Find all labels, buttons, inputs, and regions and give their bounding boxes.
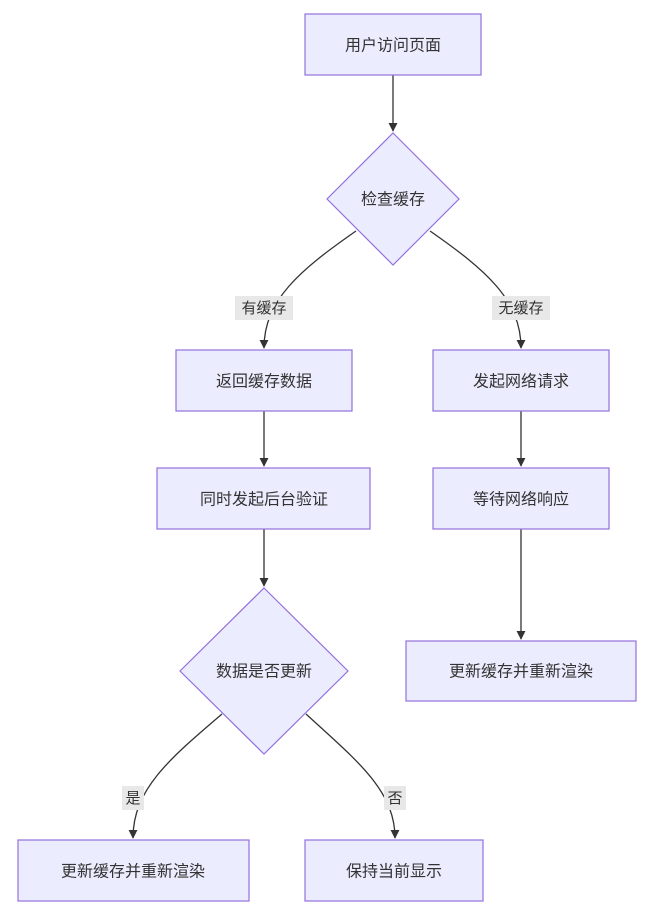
edges xyxy=(128,75,526,839)
edge-check-to-return-cache xyxy=(259,230,357,349)
node-bg-validate: 同时发起后台验证 xyxy=(156,467,371,530)
node-return-cache-label: 返回缓存数据 xyxy=(216,372,312,391)
node-return-cache: 返回缓存数据 xyxy=(175,349,353,412)
node-update-rerender-right-label: 更新缓存并重新渲染 xyxy=(449,662,593,681)
edge-decision-to-update xyxy=(128,713,223,839)
edge-label-no-cache-text: 无缓存 xyxy=(498,299,543,317)
edge-label-no-text: 否 xyxy=(387,789,402,807)
node-keep-display-label: 保持当前显示 xyxy=(346,862,442,881)
node-keep-display: 保持当前显示 xyxy=(304,839,484,902)
node-update-rerender-left: 更新缓存并重新渲染 xyxy=(17,839,250,902)
node-user-visit: 用户访问页面 xyxy=(304,13,482,76)
node-check-cache: 检查缓存 xyxy=(326,132,460,266)
node-bg-validate-label: 同时发起后台验证 xyxy=(200,490,328,509)
node-data-updated: 数据是否更新 xyxy=(179,587,349,755)
node-data-updated-label: 数据是否更新 xyxy=(216,662,312,681)
edge-label-has-cache-text: 有缓存 xyxy=(241,299,286,317)
node-wait-response-label: 等待网络响应 xyxy=(473,490,569,509)
node-user-visit-label: 用户访问页面 xyxy=(345,36,441,55)
node-send-request-label: 发起网络请求 xyxy=(473,372,569,391)
edge-check-to-send-request xyxy=(429,230,526,349)
node-wait-response: 等待网络响应 xyxy=(432,467,610,530)
edge-label-no: 否 xyxy=(384,786,406,810)
edge-label-no-cache: 无缓存 xyxy=(492,296,550,320)
edge-label-yes-text: 是 xyxy=(125,789,140,807)
node-update-rerender-left-label: 更新缓存并重新渲染 xyxy=(61,862,205,881)
node-check-cache-label: 检查缓存 xyxy=(361,190,425,209)
edge-label-yes: 是 xyxy=(122,786,144,810)
node-send-request: 发起网络请求 xyxy=(432,349,610,412)
edge-label-has-cache: 有缓存 xyxy=(235,296,293,320)
node-update-rerender-right: 更新缓存并重新渲染 xyxy=(405,640,637,702)
edge-decision-to-keep xyxy=(305,713,400,839)
